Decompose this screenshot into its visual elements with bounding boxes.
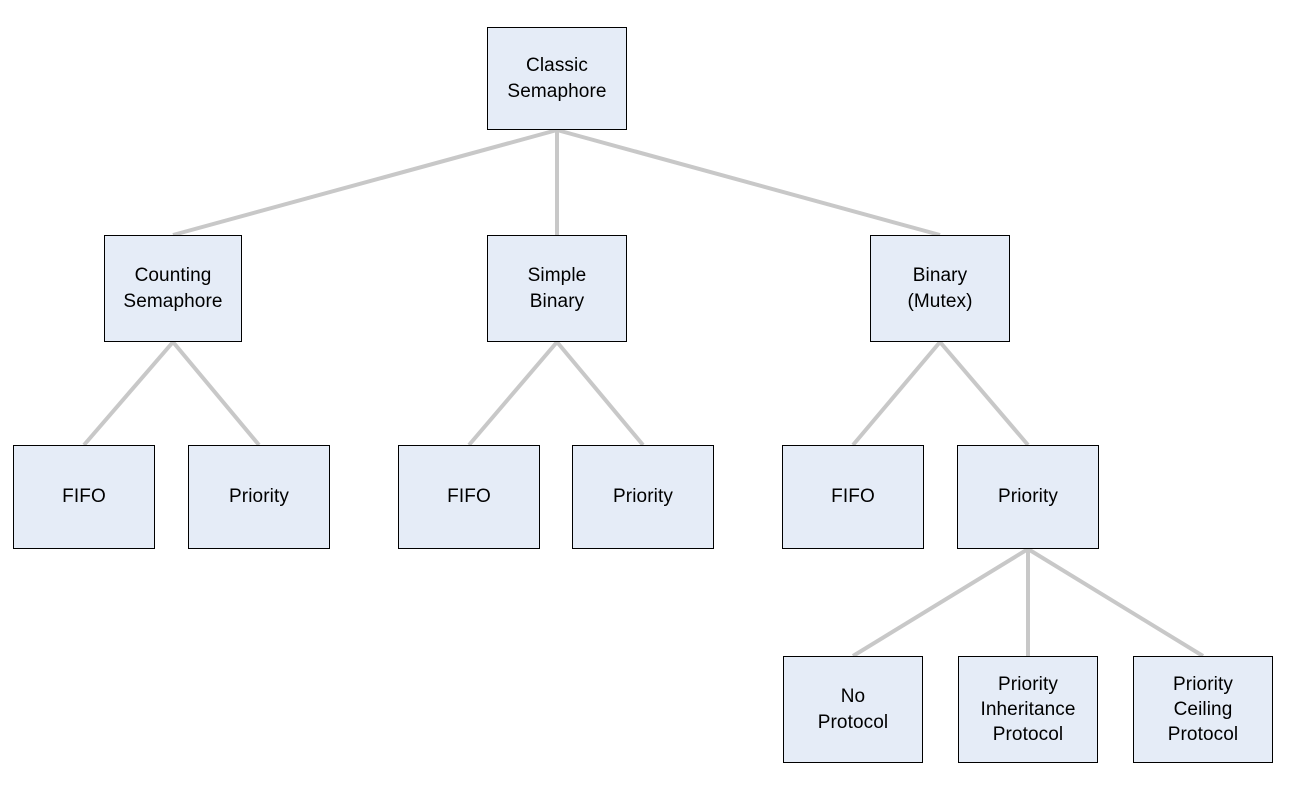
node-mutex-fifo[interactable]: FIFO	[782, 445, 924, 549]
node-label: Classic Semaphore	[507, 55, 607, 102]
edge-classic-semaphore-to-binary-mutex	[556, 128, 941, 237]
node-simple-binary-fifo[interactable]: FIFO	[398, 445, 540, 549]
node-binary-mutex[interactable]: Binary (Mutex)	[870, 235, 1010, 342]
node-label: Priority	[229, 486, 289, 508]
node-priority-ceiling-protocol[interactable]: Priority Ceiling Protocol	[1133, 656, 1273, 763]
edge-simple-binary-to-simple-binary-priority	[555, 340, 645, 447]
node-counting-semaphore[interactable]: Counting Semaphore	[104, 235, 242, 342]
node-mutex-priority[interactable]: Priority	[957, 445, 1099, 549]
node-label: Counting Semaphore	[123, 265, 223, 312]
edge-counting-semaphore-to-counting-fifo	[82, 340, 175, 447]
edge-mutex-priority-to-priority-ceiling-protocol	[1026, 547, 1205, 658]
node-priority-inheritance-protocol[interactable]: Priority Inheritance Protocol	[958, 656, 1098, 763]
node-label: FIFO	[62, 486, 106, 508]
edge-classic-semaphore-to-counting-semaphore	[172, 128, 558, 237]
node-simple-binary-priority[interactable]: Priority	[572, 445, 714, 549]
node-label: No Protocol	[817, 686, 889, 733]
node-no-protocol[interactable]: No Protocol	[783, 656, 923, 763]
edge-simple-binary-to-simple-binary-fifo	[467, 340, 559, 447]
edge-counting-semaphore-to-counting-priority	[171, 340, 261, 447]
node-label: FIFO	[447, 486, 491, 508]
node-label: Simple Binary	[527, 265, 587, 312]
node-label: Priority	[613, 486, 673, 508]
node-counting-fifo[interactable]: FIFO	[13, 445, 155, 549]
node-label: Priority	[998, 486, 1058, 508]
node-counting-priority[interactable]: Priority	[188, 445, 330, 549]
edge-binary-mutex-to-mutex-priority	[938, 340, 1030, 447]
node-classic-semaphore[interactable]: Classic Semaphore	[487, 27, 627, 130]
node-label: Binary (Mutex)	[907, 265, 973, 312]
edge-binary-mutex-to-mutex-fifo	[851, 340, 942, 447]
node-label: FIFO	[831, 486, 875, 508]
node-label: Priority Inheritance Protocol	[980, 673, 1076, 746]
node-label: Priority Ceiling Protocol	[1167, 673, 1239, 746]
edge-mutex-priority-to-no-protocol	[851, 547, 1030, 658]
node-simple-binary[interactable]: Simple Binary	[487, 235, 627, 342]
